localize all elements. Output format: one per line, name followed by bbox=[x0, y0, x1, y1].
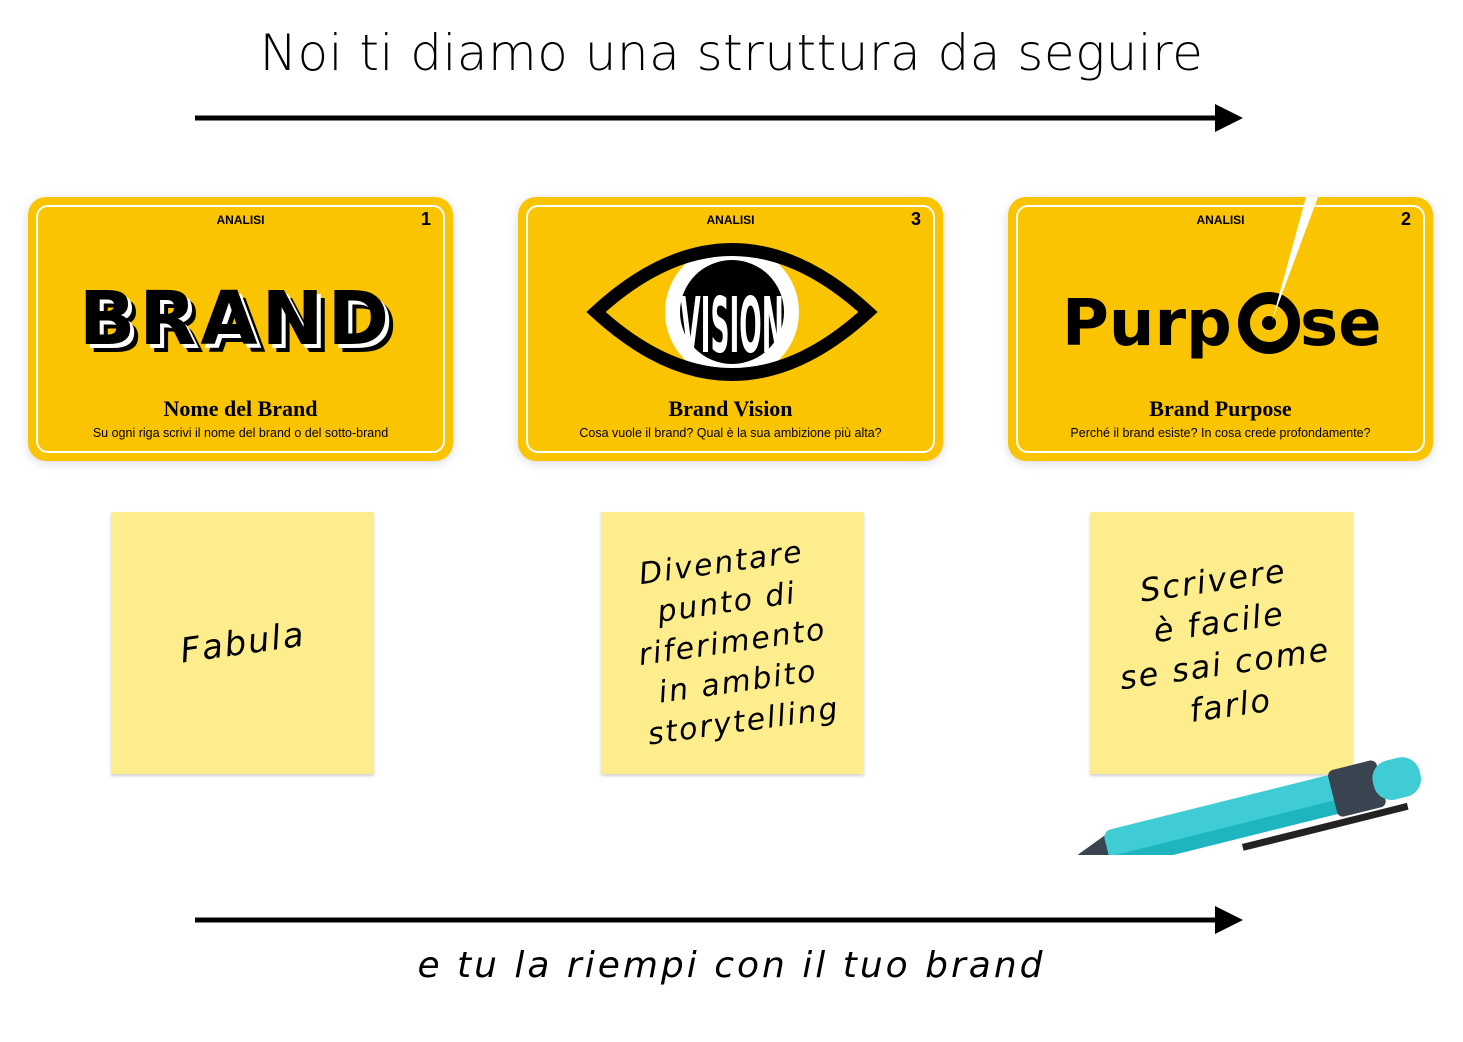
top-arrow bbox=[195, 104, 1243, 132]
brand-logo-art: BRAND BRAND BRAND bbox=[79, 276, 401, 370]
svg-text:BRAND: BRAND bbox=[87, 284, 401, 370]
card-number: 3 bbox=[910, 209, 921, 229]
card-description: Cosa vuole il brand? Qual è la sua ambiz… bbox=[579, 426, 882, 440]
page-title: Noi ti diamo una struttura da seguire bbox=[259, 24, 1204, 82]
vision-eye-art: VISION bbox=[586, 243, 878, 381]
purpose-target-art: Purp se bbox=[1062, 197, 1382, 361]
sticky-note-brand: Fabula bbox=[111, 512, 374, 774]
card-description: Su ogni riga scrivi il nome del brand o … bbox=[92, 426, 389, 440]
card-label: ANALISI bbox=[706, 213, 755, 227]
svg-text:BRAND: BRAND bbox=[79, 276, 393, 362]
card-number: 2 bbox=[1400, 209, 1411, 229]
card-title: Nome del Brand bbox=[163, 396, 318, 421]
bottom-arrow bbox=[195, 906, 1243, 934]
card-title: Brand Purpose bbox=[1149, 396, 1292, 421]
svg-text:BRAND: BRAND bbox=[83, 280, 397, 366]
card-label: ANALISI bbox=[216, 213, 265, 227]
card-label: ANALISI bbox=[1196, 213, 1245, 227]
sticky-text: Fabula bbox=[177, 614, 308, 672]
sticky-text: Scrivere è facile se sai come farlo bbox=[1116, 551, 1332, 730]
svg-text:VISION: VISION bbox=[680, 281, 784, 371]
card-vision: ANALISI 3 VISION Brand Vision Cosa vuole… bbox=[518, 197, 943, 461]
card-title: Brand Vision bbox=[668, 396, 793, 421]
footer-caption: e tu la riempi con il tuo brand bbox=[417, 945, 1046, 986]
svg-text:Purp: Purp bbox=[1062, 287, 1232, 361]
card-number: 1 bbox=[420, 209, 431, 229]
sticky-text: Diventare punto di riferimento in ambito… bbox=[636, 534, 842, 753]
marker-pen-icon bbox=[1070, 757, 1421, 855]
sticky-note-purpose: Scrivere è facile se sai come farlo bbox=[1090, 512, 1353, 774]
card-purpose: ANALISI 2 Purp se Brand Purpose Perché i… bbox=[1008, 197, 1433, 461]
card-description: Perché il brand esiste? In cosa crede pr… bbox=[1070, 426, 1371, 440]
svg-text:se: se bbox=[1300, 287, 1382, 361]
card-brand: ANALISI 1 BRAND BRAND BRAND Nome del Bra… bbox=[28, 197, 453, 461]
sticky-note-vision: Diventare punto di riferimento in ambito… bbox=[601, 512, 864, 774]
